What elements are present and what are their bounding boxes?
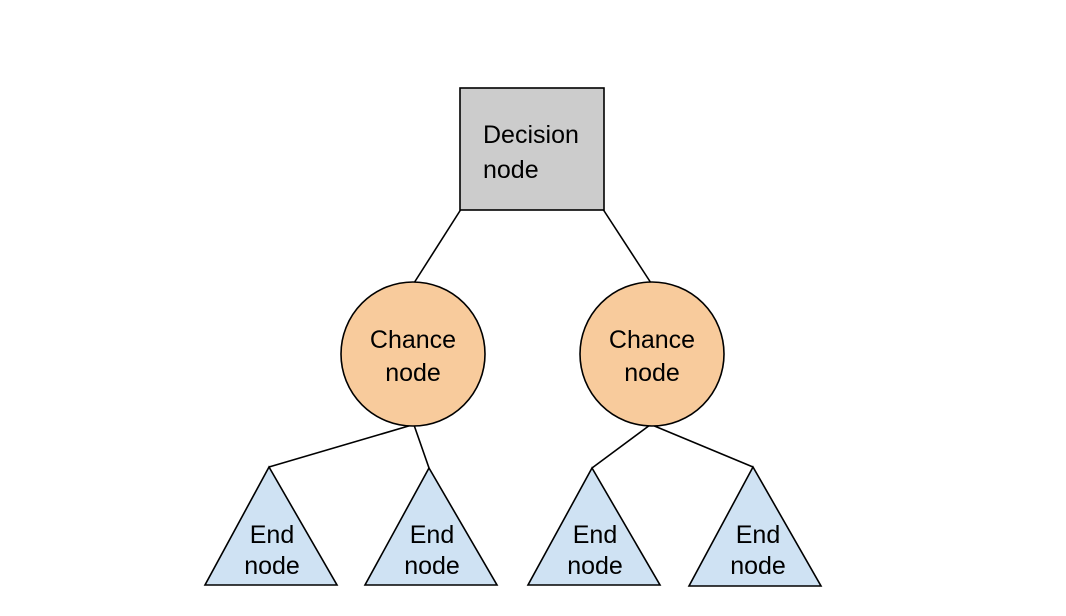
chance-node-left-circle[interactable] <box>340 281 486 427</box>
decision-node-label-line1: Decision <box>483 121 579 149</box>
end-node-3-triangle[interactable] <box>526 466 662 586</box>
connector-chance-right-to-end-4 <box>651 424 754 468</box>
end-node-3-label-line2: node <box>567 552 623 580</box>
decision-node-rect[interactable] <box>459 87 605 211</box>
connector-decision-to-chance-left <box>413 209 462 284</box>
end-node-3[interactable]: End node <box>526 466 662 586</box>
end-node-4-label-line2: node <box>730 552 786 580</box>
end-node-1[interactable]: End node <box>203 465 339 586</box>
end-node-4[interactable]: End node <box>687 465 823 587</box>
chance-node-left[interactable]: Chance node <box>340 281 486 427</box>
decision-node[interactable]: Decision node <box>459 87 605 211</box>
chance-node-right-circle[interactable] <box>579 281 725 427</box>
connector-chance-left-to-end-2 <box>413 424 430 469</box>
chance-node-right[interactable]: Chance node <box>579 281 725 427</box>
end-node-2-label-line1: End <box>410 521 454 549</box>
decision-node-label-line2: node <box>483 156 539 184</box>
end-node-2-label-line2: node <box>404 552 460 580</box>
chance-node-left-label-line2: node <box>385 359 441 387</box>
end-node-4-label-line1: End <box>736 521 780 549</box>
chance-node-left-label-line1: Chance <box>370 326 456 354</box>
chance-node-right-label-line2: node <box>624 359 680 387</box>
end-node-1-triangle[interactable] <box>203 465 339 586</box>
end-node-1-label-line1: End <box>250 521 294 549</box>
end-node-3-label-line1: End <box>573 521 617 549</box>
connector-chance-left-to-end-1 <box>268 424 413 468</box>
connector-chance-right-to-end-3 <box>591 424 651 469</box>
connector-decision-to-chance-right <box>602 209 652 284</box>
chance-node-right-label-line1: Chance <box>609 326 695 354</box>
end-node-2-triangle[interactable] <box>363 466 499 586</box>
end-node-1-label-line2: node <box>244 552 300 580</box>
end-node-4-triangle[interactable] <box>687 465 823 587</box>
end-node-2[interactable]: End node <box>363 466 499 586</box>
